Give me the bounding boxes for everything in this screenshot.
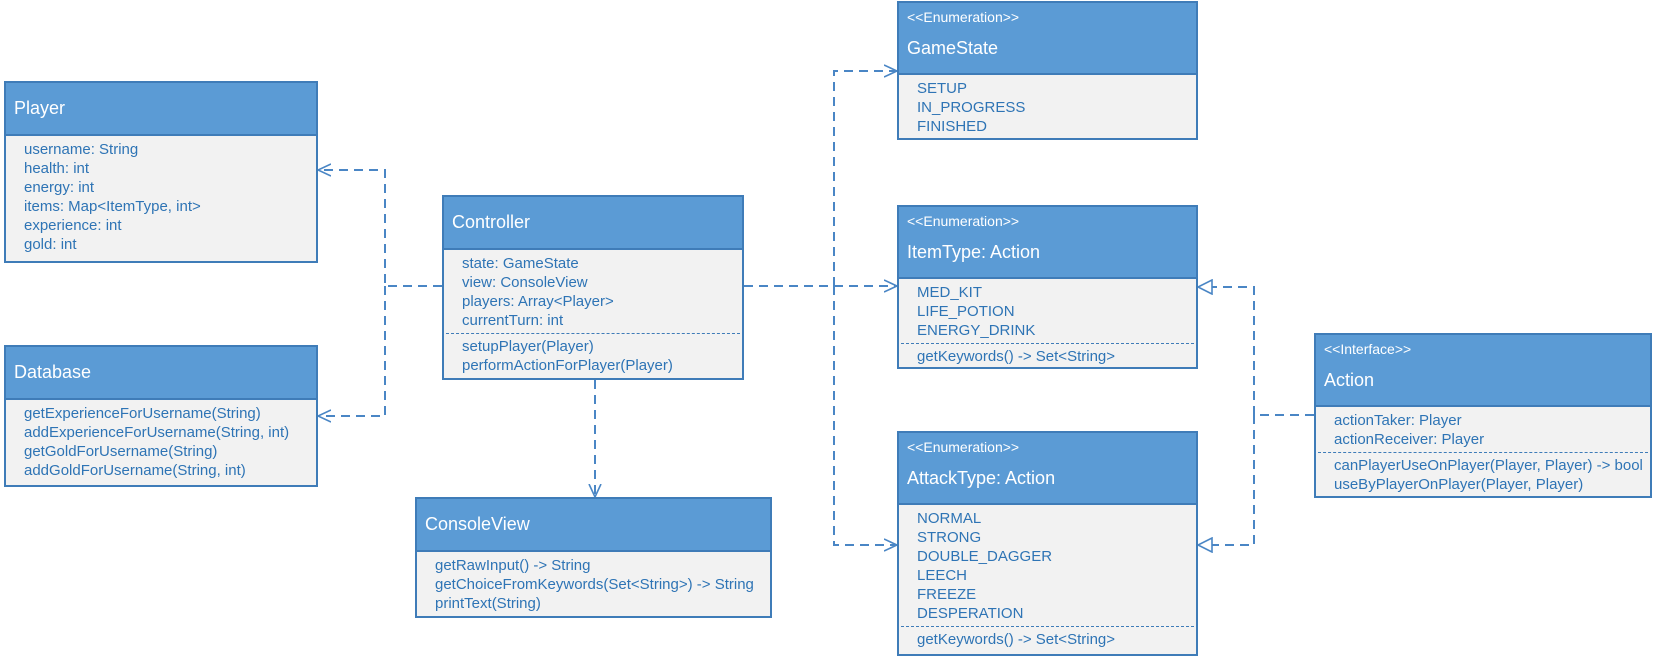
class-name: AttackType: Action	[907, 468, 1056, 488]
class-name: Player	[14, 98, 66, 118]
enum-value: LIFE_POTION	[917, 303, 1015, 320]
method-item: getChoiceFromKeywords(Set<String>) -> St…	[435, 576, 754, 593]
enum-value: DOUBLE_DAGGER	[917, 548, 1053, 565]
class-name: Action	[1324, 370, 1375, 390]
attribute-item: actionTaker: Player	[1334, 412, 1462, 429]
method-item: getExperienceForUsername(String)	[24, 405, 261, 422]
method-item: addGoldForUsername(String, int)	[24, 462, 246, 479]
method-list: canPlayerUseOnPlayer(Player, Player) -> …	[1316, 456, 1650, 494]
method-list: getKeywords() -> Set<String>	[899, 630, 1196, 649]
attribute-item: username: String	[24, 141, 139, 158]
class-consoleview[interactable]: ConsoleView getRawInput() -> String getC…	[415, 497, 772, 618]
class-stereotype: <<Enumeration>>	[907, 213, 1020, 229]
method-list: getExperienceForUsername(String) addExpe…	[6, 400, 316, 480]
attribute-list: state: GameState view: ConsoleView playe…	[444, 250, 742, 330]
attribute-item: gold: int	[24, 236, 77, 253]
attribute-list: actionTaker: Player actionReceiver: Play…	[1316, 407, 1650, 449]
attribute-item: view: ConsoleView	[462, 274, 588, 291]
enum-value: IN_PROGRESS	[917, 99, 1026, 116]
class-database[interactable]: Database getExperienceForUsername(String…	[4, 345, 318, 487]
realization-action-attacktype	[1198, 415, 1255, 545]
class-name: Database	[14, 362, 92, 382]
method-item: printText(String)	[435, 595, 541, 612]
dependency-controller-player	[318, 170, 442, 287]
dependency-controller-attacktype	[833, 286, 897, 545]
attribute-item: energy: int	[24, 179, 95, 196]
method-item: getKeywords() -> Set<String>	[917, 631, 1116, 648]
compartment-divider	[1318, 452, 1648, 453]
class-header: <<Enumeration>> AttackType: Action	[899, 433, 1196, 505]
class-itemtype[interactable]: <<Enumeration>> ItemType: Action MED_KIT…	[897, 205, 1198, 369]
class-name: ItemType: Action	[907, 242, 1041, 262]
attribute-item: players: Array<Player>	[462, 293, 614, 310]
class-stereotype: <<Enumeration>>	[907, 9, 1020, 25]
method-item: useByPlayerOnPlayer(Player, Player)	[1334, 476, 1584, 493]
class-header: <<Interface>> Action	[1316, 335, 1650, 407]
method-item: getRawInput() -> String	[435, 557, 591, 574]
enum-value-list: NORMAL STRONG DOUBLE_DAGGER LEECH FREEZE…	[899, 505, 1196, 623]
class-controller[interactable]: Controller state: GameState view: Consol…	[442, 195, 744, 380]
enum-value: LEECH	[917, 567, 968, 584]
attribute-item: items: Map<ItemType, int>	[24, 198, 201, 215]
dependency-controller-database	[318, 286, 386, 416]
enum-value: NORMAL	[917, 510, 982, 527]
class-stereotype: <<Enumeration>>	[907, 439, 1020, 455]
class-player[interactable]: Player username: String health: int ener…	[4, 81, 318, 263]
class-header: Player	[6, 83, 316, 136]
method-item: addExperienceForUsername(String, int)	[24, 424, 290, 441]
class-header: Database	[6, 347, 316, 400]
enum-value: ENERGY_DRINK	[917, 322, 1036, 339]
realization-action-itemtype	[1198, 287, 1314, 416]
compartment-divider	[901, 343, 1194, 344]
class-header: ConsoleView	[417, 499, 770, 552]
method-list: setupPlayer(Player) performActionForPlay…	[444, 337, 742, 375]
enum-value: MED_KIT	[917, 284, 983, 301]
class-name: GameState	[907, 38, 999, 58]
attribute-list: username: String health: int energy: int…	[6, 136, 316, 254]
enum-value: SETUP	[917, 80, 968, 97]
enum-value-list: MED_KIT LIFE_POTION ENERGY_DRINK	[899, 279, 1196, 340]
class-header: <<Enumeration>> ItemType: Action	[899, 207, 1196, 279]
attribute-item: state: GameState	[462, 255, 579, 272]
attribute-item: health: int	[24, 160, 90, 177]
attribute-item: experience: int	[24, 217, 122, 234]
class-name: Controller	[452, 212, 531, 232]
method-item: getGoldForUsername(String)	[24, 443, 218, 460]
method-item: setupPlayer(Player)	[462, 338, 594, 355]
class-attacktype[interactable]: <<Enumeration>> AttackType: Action NORMA…	[897, 431, 1198, 656]
method-item: performActionForPlayer(Player)	[462, 357, 673, 374]
class-name: ConsoleView	[425, 514, 530, 534]
class-gamestate[interactable]: <<Enumeration>> GameState SETUP IN_PROGR…	[897, 1, 1198, 140]
enum-value-list: SETUP IN_PROGRESS FINISHED	[899, 75, 1196, 136]
attribute-item: currentTurn: int	[462, 312, 564, 329]
class-action[interactable]: <<Interface>> Action actionTaker: Player…	[1314, 333, 1652, 498]
method-list: getKeywords() -> Set<String>	[899, 347, 1196, 366]
enum-value: DESPERATION	[917, 605, 1024, 622]
class-header: <<Enumeration>> GameState	[899, 3, 1196, 75]
enum-value: FREEZE	[917, 586, 977, 603]
class-stereotype: <<Interface>>	[1324, 341, 1412, 357]
attribute-item: actionReceiver: Player	[1334, 431, 1485, 448]
compartment-divider	[901, 626, 1194, 627]
method-item: canPlayerUseOnPlayer(Player, Player) -> …	[1334, 457, 1643, 474]
method-item: getKeywords() -> Set<String>	[917, 348, 1116, 365]
dependency-controller-gamestate	[833, 71, 897, 286]
compartment-divider	[446, 333, 740, 334]
enum-value: STRONG	[917, 529, 982, 546]
enum-value: FINISHED	[917, 118, 988, 135]
class-header: Controller	[444, 197, 742, 250]
method-list: getRawInput() -> String getChoiceFromKey…	[417, 552, 770, 613]
